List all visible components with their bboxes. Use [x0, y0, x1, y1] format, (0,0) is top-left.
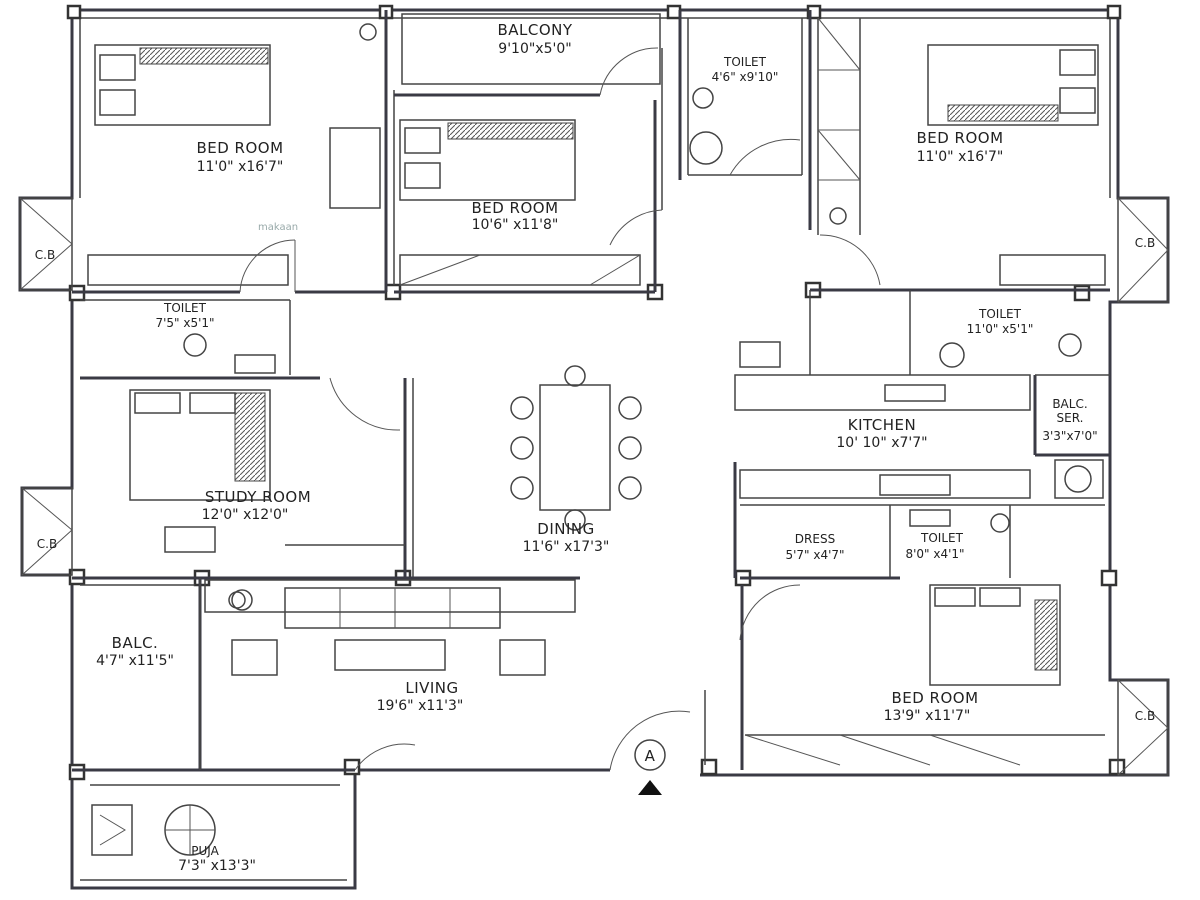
interior-walls — [72, 10, 1110, 786]
room-label-toilet-right: TOILET — [978, 307, 1022, 321]
room-label-toilet-top: TOILET — [723, 55, 767, 69]
room-label-balc-ser-2: SER. — [1057, 411, 1084, 425]
room-dim-balc-ser: 3'3"x7'0" — [1042, 429, 1097, 443]
room-dim-puja: 7'3" x13'3" — [178, 858, 256, 874]
bed-furniture — [94, 44, 1099, 686]
room-label-balcony: BALCONY — [497, 21, 572, 39]
room-label-living: LIVING — [405, 679, 458, 697]
room-dim-balc-left: 4'7" x11'5" — [96, 653, 174, 669]
room-dim-toilet-small: 8'0" x4'1" — [905, 547, 964, 561]
room-label-balc-ser: BALC. — [1052, 397, 1087, 411]
room-labels: BALCONY 9'10"x5'0" TOILET 4'6" x9'10" BE… — [35, 21, 1155, 874]
entrance-marker: A — [634, 739, 666, 795]
room-dim-toilet-right: 11'0" x5'1" — [967, 322, 1034, 336]
doors — [239, 47, 881, 771]
room-dim-dress: 5'7" x4'7" — [785, 548, 844, 562]
room-label-toilet-small: TOILET — [920, 531, 964, 545]
room-label-kitchen: KITCHEN — [848, 416, 917, 434]
watermark: makaan — [258, 222, 298, 233]
cupboard-label-1: C.B — [35, 248, 55, 262]
room-label-dining: DINING — [537, 520, 594, 538]
room-dim-study: 12'0" x12'0" — [202, 507, 289, 523]
room-dim-bed-right: 11'0" x16'7" — [917, 149, 1004, 165]
room-label-dress: DRESS — [795, 532, 835, 546]
room-label-puja: PUJA — [191, 844, 219, 858]
room-dim-kitchen: 10' 10" x7'7" — [836, 435, 927, 451]
room-dim-bed-left: 11'0" x16'7" — [197, 159, 284, 175]
room-dim-dining: 11'6" x17'3" — [523, 539, 610, 555]
entrance-marker-label: A — [645, 747, 656, 765]
living-furniture — [204, 579, 576, 676]
room-dim-bed-lower: 13'9" x11'7" — [884, 708, 971, 724]
cupboard-label-2: C.B — [1135, 236, 1155, 250]
dining-table — [510, 365, 642, 531]
room-label-toilet-left: TOILET — [163, 301, 207, 315]
room-label-bed-right: BED ROOM — [916, 129, 1003, 147]
room-label-balc-left: BALC. — [112, 634, 159, 652]
room-label-bed-lower: BED ROOM — [891, 689, 978, 707]
room-dim-bed-mid: 10'6" x11'8" — [472, 217, 559, 233]
room-label-bed-mid: BED ROOM — [471, 199, 558, 217]
cupboard-label-3: C.B — [37, 537, 57, 551]
room-dim-toilet-top: 4'6" x9'10" — [712, 70, 779, 84]
room-label-bed-left: BED ROOM — [196, 139, 283, 157]
room-dim-toilet-left: 7'5" x5'1" — [155, 316, 214, 330]
cupboard-label-4: C.B — [1135, 709, 1155, 723]
wardrobe-units — [19, 127, 1169, 776]
fixtures — [164, 23, 1104, 609]
room-dim-balcony: 9'10"x5'0" — [498, 41, 571, 57]
room-label-study: STUDY ROOM — [205, 488, 311, 506]
puja-fixture — [91, 804, 216, 856]
room-dim-living: 19'6" x11'3" — [377, 698, 464, 714]
